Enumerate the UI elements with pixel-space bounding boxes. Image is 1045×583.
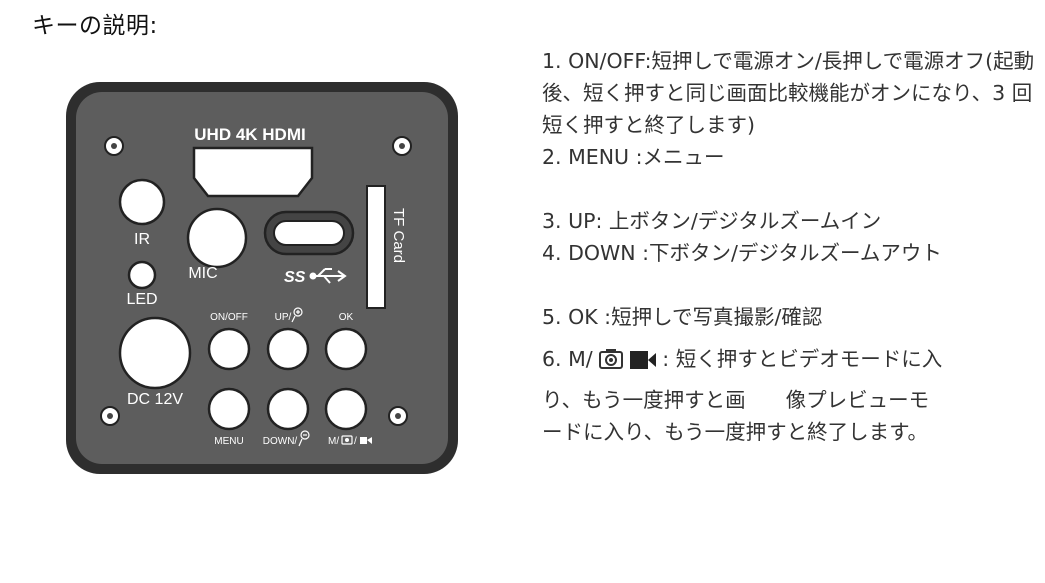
page-title: キーの説明: (32, 13, 158, 39)
led-label: LED (126, 291, 157, 308)
up-label: UP/ (275, 312, 292, 323)
tf-card-slot (366, 185, 386, 309)
down-label: DOWN/ (263, 436, 298, 447)
screw-bottom-left (100, 406, 120, 426)
key-mode-suffix: : 短く押すとビデオモードに入 (662, 347, 943, 371)
mic-label: MIC (188, 265, 217, 282)
hdmi-port (192, 146, 314, 198)
usb-c-port (273, 220, 345, 246)
key-mode-prefix: 6. M/ (542, 347, 593, 371)
mode-slash: / (354, 436, 357, 447)
led-indicator (127, 260, 157, 290)
menu-button[interactable] (207, 387, 251, 431)
tf-card-label: TF Card (390, 208, 407, 263)
key-mode-line2b: 像プレビューモ (785, 388, 930, 412)
zoom-in-icon (291, 307, 303, 323)
onoff-label: ON/OFF (210, 312, 248, 323)
usb-icon (309, 268, 347, 284)
camera-back-panel: UHD 4K HDMI IR MIC LED SS TF Card DC 12V (62, 78, 462, 478)
ir-label: IR (134, 231, 150, 248)
ss-label: SS (284, 269, 306, 286)
mic-hole (186, 207, 248, 269)
screw-top-right (392, 136, 412, 156)
ok-label: OK (339, 312, 354, 323)
camera-icon (599, 346, 624, 378)
up-button[interactable] (266, 327, 310, 371)
dc-label: DC 12V (127, 391, 183, 408)
panel-diagram: UHD 4K HDMI IR MIC LED SS TF Card DC 12V (66, 82, 458, 474)
video-camera-icon (629, 346, 656, 378)
video-icon-small (360, 437, 372, 444)
key-ok: 5. OK :短押しで写真撮影/確認 (542, 305, 823, 329)
key-onoff: 1. ON/OFF:短押しで電源オン/長押しで電源オフ(起動後、短く押すと同じ画… (542, 49, 1035, 137)
screw-bottom-right (388, 406, 408, 426)
key-menu: 2. MENU :メニュー (542, 145, 725, 169)
key-mode: 6. M/ : 短く押すとビデオモードに入 り、もう一度押すと画像プレビューモ … (542, 343, 1037, 448)
key-descriptions: 1. ON/OFF:短押しで電源オン/長押しで電源オフ(起動後、短く押すと同じ画… (542, 45, 1037, 448)
down-button[interactable] (266, 387, 310, 431)
key-mode-line2a: り、もう一度押すと画 (542, 388, 746, 412)
key-down: 4. DOWN :下ボタン/デジタルズームアウト (542, 241, 942, 265)
ok-button[interactable] (324, 327, 368, 371)
screw-top-left (104, 136, 124, 156)
menu-label: MENU (214, 436, 243, 447)
mode-button[interactable] (324, 387, 368, 431)
dc-power-jack (118, 316, 192, 390)
key-mode-line3: ードに入り、もう一度押すと終了します。 (542, 420, 929, 444)
zoom-out-icon (298, 430, 310, 447)
ir-sensor (118, 178, 166, 226)
mode-label: M/ (328, 436, 339, 447)
camera-icon-small (341, 435, 353, 445)
hdmi-label: UHD 4K HDMI (194, 125, 305, 144)
key-up: 3. UP: 上ボタン/デジタルズームイン (542, 209, 882, 233)
onoff-button[interactable] (207, 327, 251, 371)
